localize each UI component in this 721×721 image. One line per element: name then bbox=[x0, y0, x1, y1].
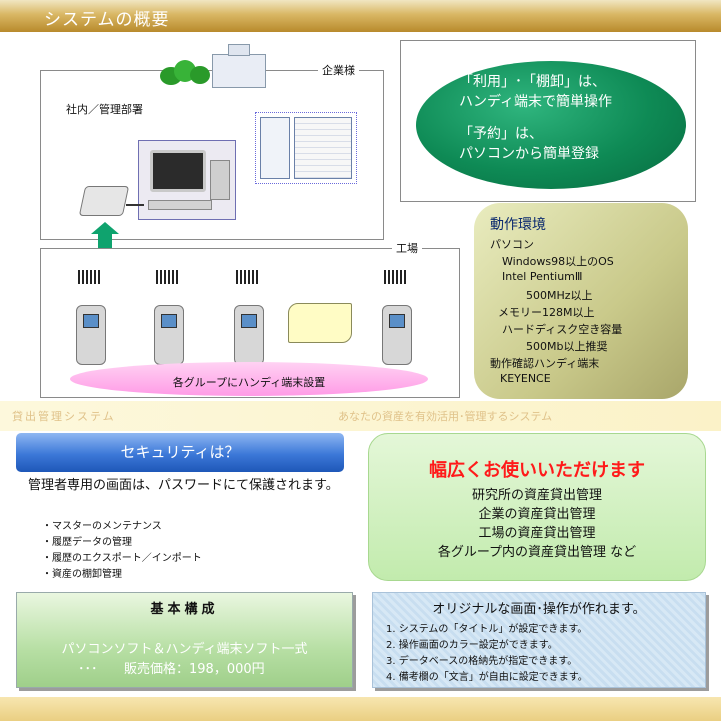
window-panel-left bbox=[260, 117, 290, 179]
handy-terminal-icon bbox=[76, 305, 106, 365]
env-line: 500Mb以上推奨 bbox=[526, 340, 608, 353]
barcode-icon bbox=[78, 270, 102, 284]
customization-title: オリジナルな画面･操作が作れます。 bbox=[432, 602, 646, 617]
highlight-text: 「利用」･「棚卸」は、 ハンディ端末で簡単操作 「予約」は、 パソコンから簡単登… bbox=[459, 72, 612, 164]
environment-box bbox=[474, 203, 688, 399]
highlight-line-1: 「利用」･「棚卸」は、 bbox=[459, 74, 606, 90]
security-description: 管理者専用の画面は、パスワードにて保護されます。 bbox=[28, 478, 339, 493]
customization-box bbox=[372, 592, 706, 688]
env-line: 500MHz以上 bbox=[526, 289, 593, 302]
customization-item: 3. データベースの格納先が指定できます。 bbox=[386, 656, 578, 667]
handy-terminal-icon bbox=[234, 305, 264, 365]
customization-item: 2. 操作画面のカラー設定ができます。 bbox=[386, 640, 558, 651]
environment-title: 動作環境 bbox=[490, 217, 546, 233]
basic-config-title: 基本構成 bbox=[150, 602, 219, 617]
env-line: パソコン bbox=[490, 238, 534, 251]
window-panel-right bbox=[294, 117, 352, 179]
company-label: 企業様 bbox=[318, 62, 359, 78]
handy-terminal-icon bbox=[382, 305, 412, 365]
wide-use-line: 各グループ内の資産貸出管理 など bbox=[437, 545, 637, 560]
group-ellipse bbox=[70, 362, 428, 396]
pc-tower-icon bbox=[210, 160, 230, 200]
env-line: ハードディスク空き容量 bbox=[502, 323, 623, 336]
building-icon bbox=[212, 54, 266, 88]
basic-config-price: 販売価格：198，000円 bbox=[124, 662, 265, 677]
basic-config-contents: パソコンソフト＆ハンディ端末ソフト一式 bbox=[61, 642, 308, 657]
page-title: システムの概要 bbox=[44, 10, 170, 30]
app-window-image bbox=[255, 112, 357, 184]
security-item: ・履歴データの管理 bbox=[42, 537, 132, 548]
highlight-line-3: 「予約」は、 bbox=[459, 126, 543, 142]
highlight-line-4: パソコンから簡単登録 bbox=[459, 146, 599, 162]
wide-use-box bbox=[368, 433, 706, 581]
security-header bbox=[16, 433, 344, 472]
highlight-oval bbox=[416, 61, 686, 189]
security-title: セキュリティは？ bbox=[120, 443, 240, 461]
cable-line bbox=[126, 204, 144, 206]
barcode-icon bbox=[384, 270, 408, 284]
env-line: 動作確認ハンディ端末 bbox=[490, 357, 600, 370]
env-line: KEYENCE bbox=[500, 372, 551, 385]
up-arrow-icon bbox=[91, 222, 119, 234]
handy-terminal-icon bbox=[154, 305, 184, 365]
office-label: 社内／管理部署 bbox=[66, 103, 143, 116]
keyboard-icon bbox=[148, 200, 212, 210]
tree-icon bbox=[190, 66, 210, 84]
header-bar bbox=[0, 0, 721, 32]
customization-item: 4. 備考欄の「文言」が自由に設定できます。 bbox=[386, 672, 588, 683]
band-tagline: あなたの資産を有効活用･管理するシステム bbox=[338, 410, 553, 423]
highlight-line-2: ハンディ端末で簡単操作 bbox=[459, 94, 613, 110]
ellipsis-scroll-shape bbox=[288, 303, 352, 343]
group-label: 各グループにハンディ端末設置 bbox=[172, 376, 326, 389]
barcode-icon bbox=[156, 270, 180, 284]
wide-use-line: 企業の資産貸出管理 bbox=[478, 507, 596, 522]
wide-use-line: 工場の資産貸出管理 bbox=[478, 526, 596, 541]
factory-label: 工場 bbox=[392, 240, 422, 256]
monitor-icon bbox=[150, 150, 206, 192]
security-item: ・マスターのメンテナンス bbox=[42, 521, 162, 532]
handy-cradle-icon bbox=[78, 186, 130, 216]
footer-bar bbox=[0, 697, 721, 721]
band-system-name: 貸出管理システム bbox=[12, 410, 116, 423]
subtitle-band bbox=[0, 401, 721, 431]
wide-use-line: 研究所の資産貸出管理 bbox=[471, 488, 602, 503]
env-line: Intel PentiumⅢ bbox=[502, 270, 583, 283]
customization-item: 1. システムの「タイトル」が設定できます。 bbox=[386, 624, 588, 635]
env-line: メモリー128M以上 bbox=[498, 306, 595, 319]
env-line: Windows98以上のOS bbox=[502, 255, 614, 268]
building-icon bbox=[228, 44, 250, 56]
wide-use-title: 幅広くお使いいただけます bbox=[429, 460, 645, 481]
barcode-icon bbox=[236, 270, 260, 284]
basic-config-dots: ･･･ bbox=[78, 662, 98, 677]
basic-config-box bbox=[16, 592, 353, 688]
security-item: ・履歴のエクスポート／インポート bbox=[42, 553, 202, 564]
security-item: ・資産の棚卸管理 bbox=[42, 569, 122, 580]
